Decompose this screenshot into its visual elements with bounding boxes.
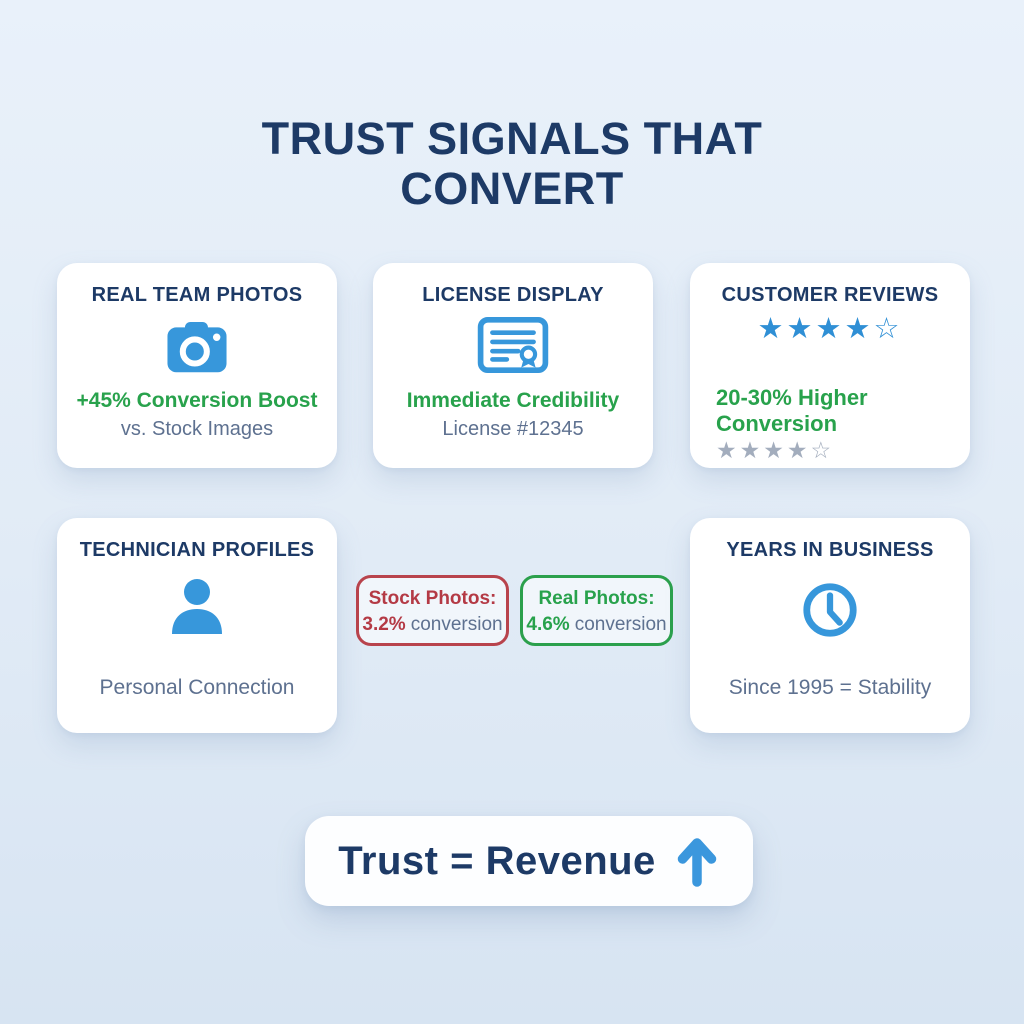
card-customer-reviews: CUSTOMER REVIEWS ★★★★☆ 20-30% Higher Con… <box>690 263 970 468</box>
filled-stars-icon: ★★★★ <box>757 313 874 345</box>
credibility-stat: Immediate Credibility <box>406 389 620 412</box>
conversion-stat: 20-30% Higher Conversion <box>716 385 868 436</box>
license-number: License #12345 <box>442 418 584 440</box>
card-years-in-business: YEARS IN BUSINESS Since 1995 = Stability <box>690 518 970 733</box>
clock-icon <box>690 580 970 640</box>
stock-photos-label: Stock Photos: <box>368 588 497 609</box>
real-photos-label: Real Photos: <box>538 588 655 609</box>
stock-conversion-value: 3.2% <box>362 614 406 635</box>
card-license-display: LICENSE DISPLAY Immediate Credibility Li… <box>373 263 653 468</box>
stock-photos-comparison-box: Stock Photos: 3.2%conversion <box>356 575 509 646</box>
trust-revenue-text: Trust = Revenue <box>338 838 656 883</box>
card-title: YEARS IN BUSINESS <box>726 539 934 561</box>
card-subtext: vs. Stock Images <box>120 418 274 440</box>
certificate-icon <box>373 315 653 375</box>
page-title-line1: TRUST SIGNALS THAT <box>261 113 763 164</box>
real-conversion-value: 4.6% <box>526 614 570 635</box>
card-title: TECHNICIAN PROFILES <box>79 539 315 561</box>
page-title-line2: CONVERT <box>400 163 624 215</box>
star-rating-gray: ★★★★☆ <box>716 437 950 464</box>
empty-star-icon: ☆ <box>873 313 903 345</box>
empty-star-gray-icon: ☆ <box>810 437 835 463</box>
page-title: TRUST SIGNALS THAT CONVERT <box>0 113 1024 215</box>
trust-revenue-banner: Trust = Revenue <box>305 816 753 906</box>
card-title: LICENSE DISPLAY <box>422 284 604 306</box>
card-technician-profiles: TECHNICIAN PROFILES Personal Connection <box>57 518 337 733</box>
real-photos-rate: 4.6%conversion <box>523 614 670 636</box>
conversion-boost-stat: +45% Conversion Boost <box>76 389 318 412</box>
card-real-team-photos: REAL TEAM PHOTOS +45% Conversion Boost v… <box>57 263 337 468</box>
real-conversion-unit: conversion <box>574 614 667 635</box>
person-icon <box>57 576 337 640</box>
card-title: REAL TEAM PHOTOS <box>91 284 303 306</box>
up-arrow-icon <box>674 835 720 887</box>
card-subtext: Since 1995 = Stability <box>728 676 932 699</box>
stock-conversion-unit: conversion <box>410 614 503 635</box>
real-photos-comparison-box: Real Photos: 4.6%conversion <box>520 575 673 646</box>
filled-stars-gray-icon: ★★★★ <box>716 437 811 463</box>
camera-icon <box>57 315 337 377</box>
card-subtext: Personal Connection <box>99 676 295 699</box>
star-rating-blue: ★★★★☆ <box>690 311 970 346</box>
card-title: CUSTOMER REVIEWS <box>721 284 939 306</box>
stock-photos-rate: 3.2%conversion <box>359 614 506 636</box>
